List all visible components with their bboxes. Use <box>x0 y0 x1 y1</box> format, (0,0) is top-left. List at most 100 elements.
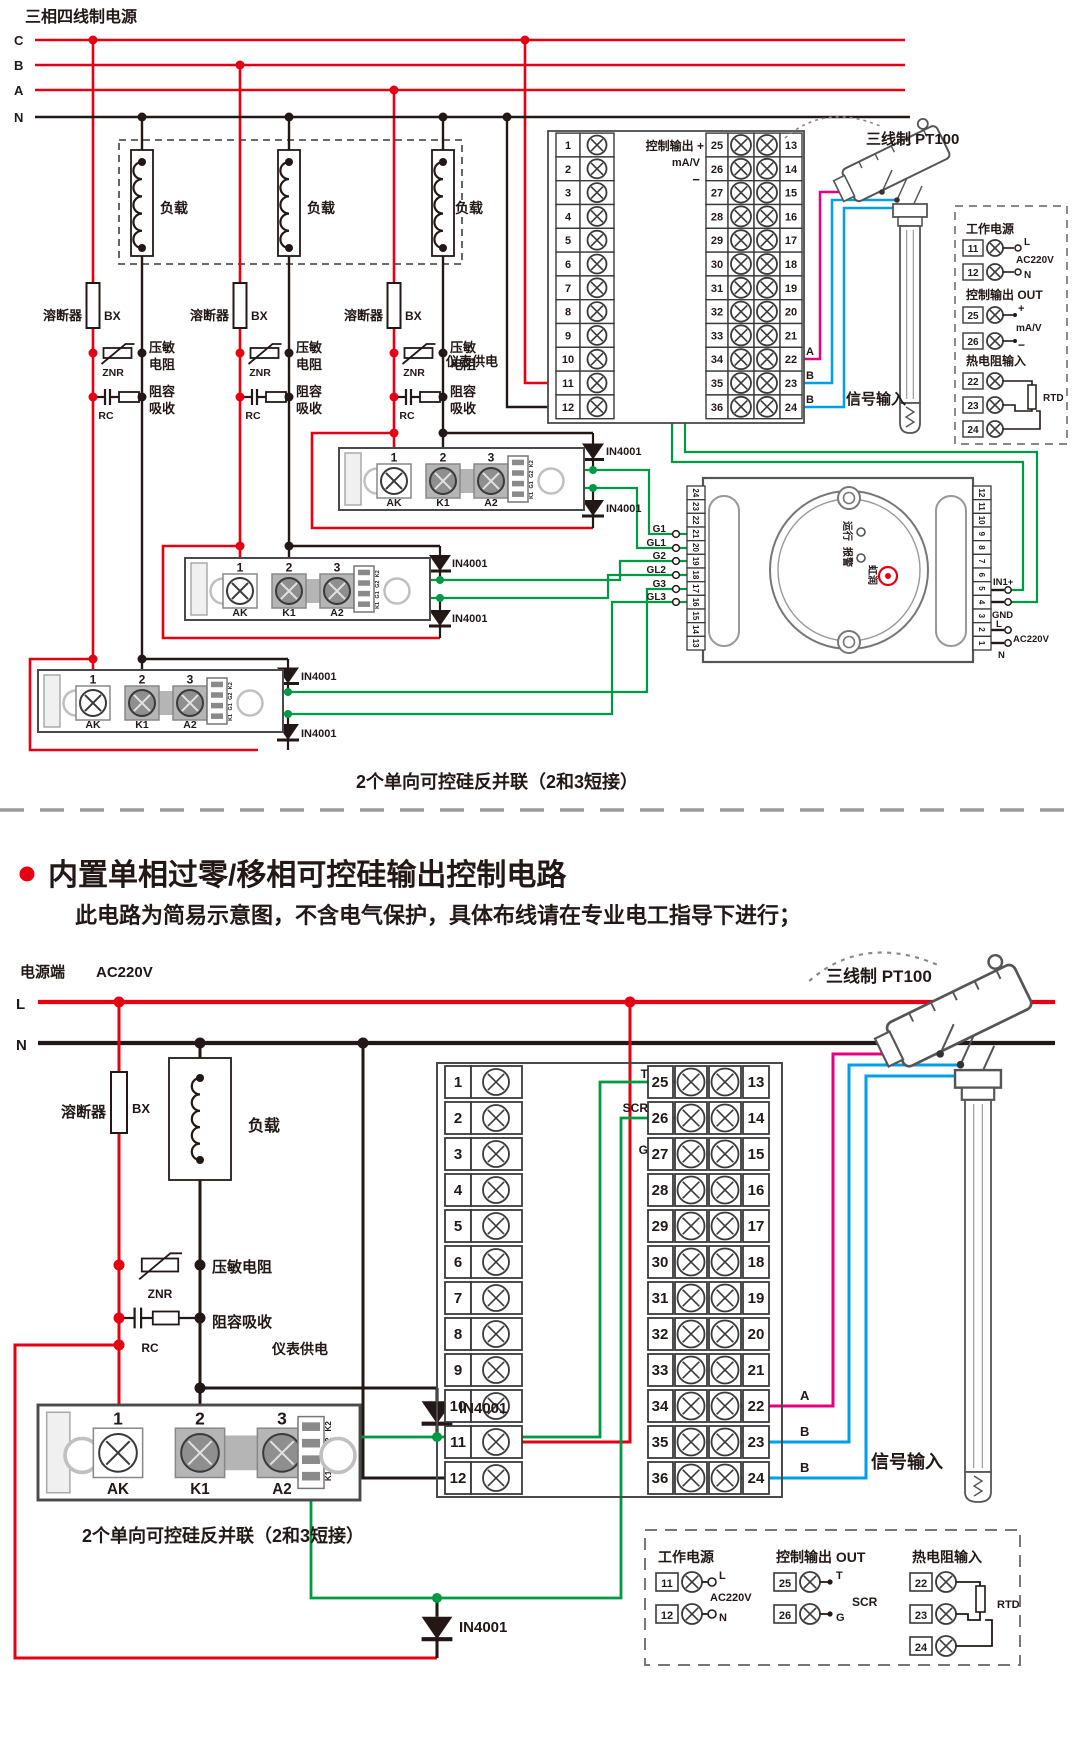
brand-logo <box>885 573 891 579</box>
pt100-title: 三线制 PT100 <box>826 966 932 986</box>
wire <box>231 582 249 600</box>
junction-dot <box>357 1037 369 1049</box>
terminal-number: 29 <box>652 1218 669 1235</box>
in1-label: IN1+ <box>993 577 1014 588</box>
wire <box>590 376 604 390</box>
gate-strip-pin <box>211 702 223 709</box>
junction-dot <box>389 392 399 402</box>
wire <box>989 309 1001 321</box>
panel-t24: 24 <box>915 1642 928 1654</box>
gnd-label: GND <box>992 610 1013 621</box>
gate-label: G2 <box>653 551 667 562</box>
junction-dot <box>589 484 597 492</box>
gate-strip-label: G1 <box>529 481 535 488</box>
wire <box>682 1181 700 1199</box>
terminal-number: 25 <box>652 1074 669 1091</box>
wire <box>269 1440 295 1466</box>
terminal-number: 18 <box>748 1254 765 1271</box>
wire <box>328 582 346 600</box>
junction-dot <box>436 576 444 584</box>
terminal-number: 34 <box>652 1398 669 1415</box>
terminal-cell <box>779 394 803 420</box>
wire <box>760 376 774 390</box>
wire <box>682 1109 700 1127</box>
junction-dot <box>436 594 444 602</box>
junction-dot <box>432 1593 442 1603</box>
gate-strip-label: K2 <box>324 1421 333 1432</box>
terminal-cell <box>647 1353 674 1387</box>
wire <box>590 186 604 200</box>
rc-code: RC <box>141 1341 159 1355</box>
labels: 三相四线制电源 C B A N 负载 负载 负载 溶断器 溶断器 溶断器 BX … <box>14 7 1064 1654</box>
terminal-cell <box>647 1101 674 1135</box>
varistor <box>140 1257 180 1273</box>
diode-label: IN4001 <box>452 558 487 570</box>
top-terminal-panel <box>962 239 1041 438</box>
junction-dot <box>138 158 146 166</box>
module-terminal-label: A2 <box>183 719 197 731</box>
gate-strip-pin <box>211 681 223 688</box>
gate-strip-label: K2 <box>375 570 381 577</box>
wire <box>803 1575 817 1589</box>
diode-label: IN4001 <box>301 671 336 683</box>
panel-t11: 11 <box>968 244 979 255</box>
panel-n: N <box>1024 270 1031 281</box>
terminal-cell <box>444 1317 472 1351</box>
terminal-number: 13 <box>691 639 700 648</box>
wire <box>734 328 748 343</box>
rc-label: 阻容 <box>296 384 322 399</box>
wire <box>972 1475 984 1497</box>
wire <box>103 389 112 405</box>
diode <box>582 500 604 516</box>
rc-label: 吸收 <box>149 401 176 416</box>
diode-label: IN4001 <box>606 446 641 458</box>
module-terminal-label: AK <box>107 1481 129 1498</box>
rc-resistor <box>118 391 140 403</box>
wire <box>682 1289 700 1307</box>
panel-rtd: RTD <box>1043 393 1064 404</box>
terminal-cell <box>647 1281 674 1315</box>
gate-strip-label: K2 <box>228 682 234 689</box>
open-terminal <box>1014 268 1022 276</box>
terminal-cell <box>909 1572 933 1592</box>
panel-scr: SCR <box>852 1595 878 1609</box>
gate-terminal <box>671 543 681 553</box>
terminal-cell <box>962 306 984 324</box>
signal-a-label: A <box>800 1388 810 1403</box>
face-notch <box>837 630 861 654</box>
ctrl-l-label: L <box>996 619 1002 630</box>
terminal-cell <box>742 1065 770 1099</box>
controller-alarm-label: 报警 <box>841 547 854 567</box>
gate-strip-label: K1 <box>324 1470 333 1481</box>
line-n-label: N <box>16 1037 27 1054</box>
terminal-cell <box>742 1173 770 1207</box>
junction-dot <box>235 392 245 402</box>
terminal-number: 28 <box>711 211 723 223</box>
wire <box>734 304 748 319</box>
wire <box>105 1440 131 1466</box>
wire <box>279 160 290 250</box>
terminal-number: 3 <box>454 1146 462 1163</box>
wire <box>487 1289 505 1307</box>
terminal-number: 13 <box>785 140 797 152</box>
supply-voltage: AC220V <box>96 964 153 981</box>
phase-n-label: N <box>14 110 23 125</box>
junction-dot <box>438 428 448 438</box>
terminal-number: 6 <box>454 1254 462 1271</box>
wire <box>590 400 604 414</box>
terminal-cell <box>444 1065 472 1099</box>
module-terminal-number: 1 <box>237 561 244 575</box>
fuse-label: 溶断器 <box>61 1103 107 1121</box>
gate-strip-label: K2 <box>529 460 535 467</box>
controller-lens <box>708 495 740 647</box>
znr-code: ZNR <box>249 367 271 379</box>
bottom-title: 内置单相过零/移相可控硅输出控制电路 <box>48 859 567 892</box>
wire <box>716 1073 734 1091</box>
signal-b-label: B <box>806 394 814 406</box>
bottom-terminal-panel-box <box>644 1529 1021 1666</box>
wire <box>904 406 916 428</box>
terminal-cell <box>962 372 984 390</box>
panel-l: L <box>719 1570 726 1582</box>
rc-resistor <box>265 391 287 403</box>
